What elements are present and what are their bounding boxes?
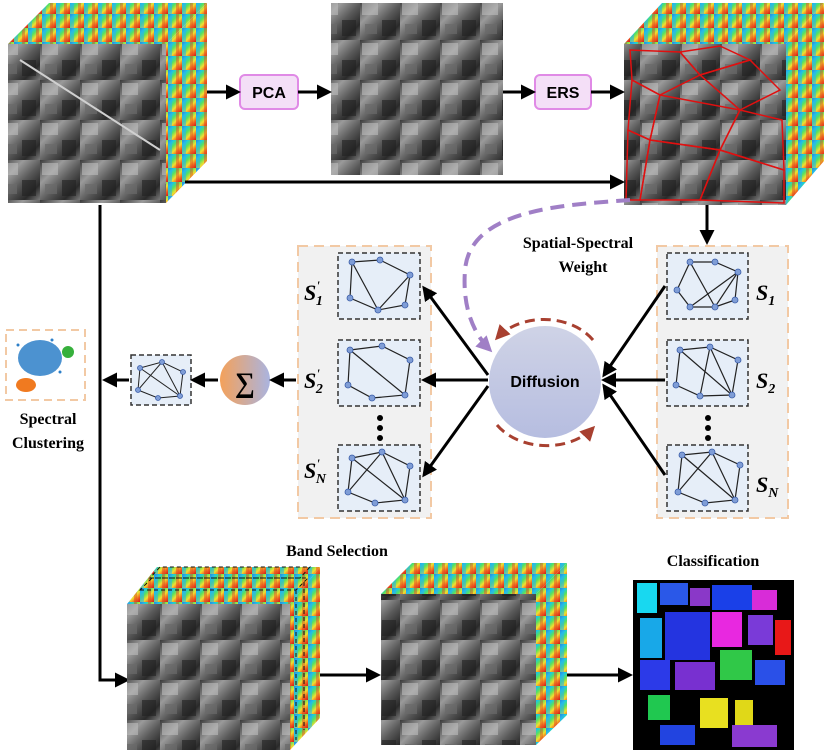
arrow-cube-to-band-selection [98, 205, 130, 688]
pca-box: PCA [239, 74, 299, 110]
red-arc-bottom [495, 424, 596, 448]
arrow-diffusion-to-s1p [422, 285, 490, 376]
purple-dashed-arrow [462, 198, 631, 353]
band-selection-label: Band Selection [286, 543, 388, 560]
ers-box: ERS [534, 74, 592, 110]
s-labels-left: S'1 S'2 S'N [304, 278, 327, 487]
sum-symbol: ∑ [235, 368, 255, 399]
reduced-cube [381, 563, 567, 745]
hsi-cube-top-left [8, 3, 207, 203]
ellipsis-dots-left [377, 415, 383, 441]
arrow-sn-to-diffusion [602, 383, 667, 476]
s-labels-right: S1 S2 SN [756, 280, 779, 501]
svg-text:S'1: S'1 [304, 278, 323, 309]
ers-label: ERS [547, 85, 580, 102]
classification-label: Classification [667, 553, 760, 570]
pca-label: PCA [252, 85, 286, 102]
band-selection-cube [127, 566, 320, 750]
diffusion-node: Diffusion [489, 326, 601, 438]
pca-image [331, 3, 503, 175]
svg-text:S'2: S'2 [304, 366, 323, 397]
graph-s2 [666, 339, 749, 407]
svg-text:S2: S2 [756, 368, 775, 397]
red-arc-top [494, 318, 595, 341]
classification-map [633, 580, 794, 750]
arrow-s1-to-diffusion [602, 285, 667, 378]
graph-s1-prime [337, 252, 421, 320]
svg-text:S'N: S'N [304, 456, 327, 487]
graph-s1 [666, 252, 749, 320]
clustering-scatter [5, 329, 86, 401]
svg-text:S1: S1 [756, 280, 775, 309]
spectral-clustering-label-1: Spectral [20, 411, 77, 428]
svg-text:SN: SN [756, 472, 779, 501]
spatial-spectral-label-2: Weight [559, 259, 609, 276]
fused-graph [130, 354, 192, 406]
spatial-spectral-label-1: Spatial-Spectral [523, 235, 634, 252]
arrow-diffusion-to-snp [422, 385, 490, 478]
spectral-clustering-label-2: Clustering [12, 435, 84, 452]
diffusion-label: Diffusion [510, 374, 579, 391]
sum-node: ∑ [220, 355, 270, 405]
superpixel-cube [624, 3, 824, 205]
graph-s2-prime [337, 339, 421, 407]
graph-sn [666, 444, 749, 512]
ellipsis-dots-right [705, 415, 711, 441]
graph-sn-prime [337, 444, 421, 512]
